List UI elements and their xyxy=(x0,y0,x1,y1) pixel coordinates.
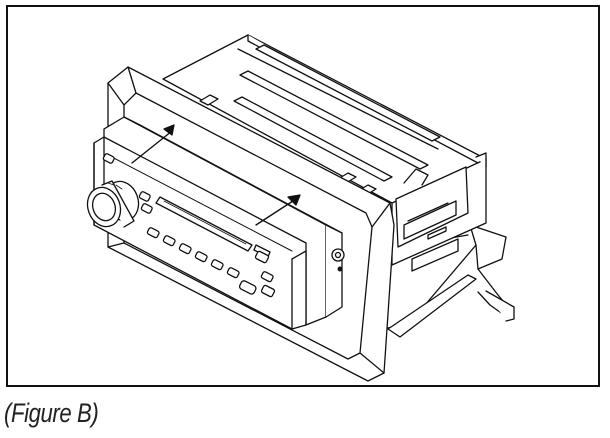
control-buttons-icon xyxy=(102,153,276,298)
figure-frame xyxy=(6,5,600,387)
radio-installation-diagram xyxy=(86,34,515,382)
volume-knob-icon xyxy=(86,180,140,228)
figure-caption: (Figure B) xyxy=(4,398,99,428)
insertion-arrow-icon xyxy=(131,124,301,226)
radio-housing-icon xyxy=(162,34,487,272)
